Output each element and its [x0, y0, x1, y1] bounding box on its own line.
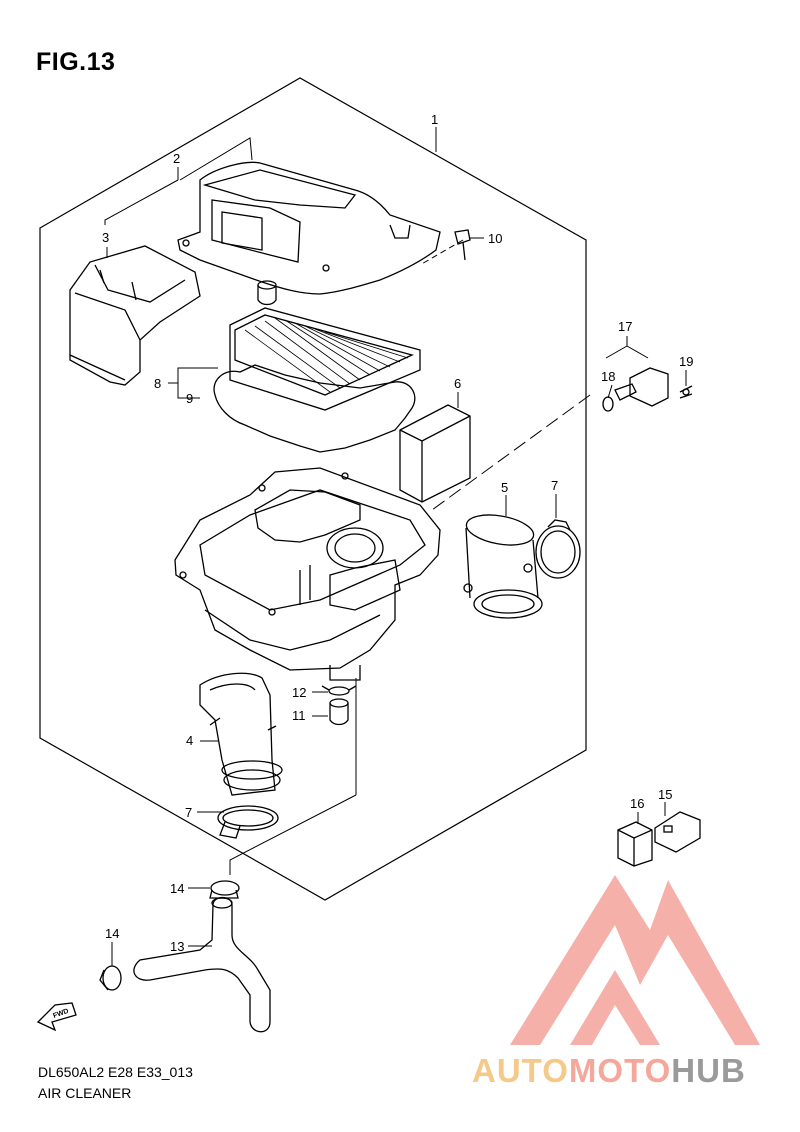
callout-18: 18: [601, 369, 615, 384]
clamp-upper: [535, 519, 581, 579]
drain-hose: [133, 896, 271, 1033]
filter-seal: [213, 364, 416, 453]
callout-17: 17: [618, 319, 632, 334]
figure-name: AIR CLEANER: [38, 1085, 132, 1101]
callout-7-lower: 7: [185, 805, 192, 820]
callout-9: 9: [186, 391, 193, 406]
sensor-connector: [654, 811, 701, 853]
mountain-logo-icon: [510, 875, 760, 1045]
callout-6: 6: [454, 376, 461, 391]
intake-sensor: [602, 367, 693, 412]
callout-7-upper: 7: [551, 478, 558, 493]
fwd-arrow-icon: FWD: [36, 1002, 77, 1032]
callout-14-lower: 14: [105, 926, 119, 941]
callout-14-upper: 14: [170, 881, 184, 896]
screw: [454, 229, 471, 261]
callout-8: 8: [154, 376, 161, 391]
callout-16: 16: [630, 796, 644, 811]
callout-10: 10: [488, 231, 502, 246]
intake-funnel: [463, 514, 543, 619]
callout-4: 4: [186, 733, 193, 748]
hose-clamp-upper: [209, 880, 240, 899]
assembly-boundary: [39, 77, 587, 901]
intake-hose: [199, 672, 283, 796]
hose-clamp-lower: [99, 965, 122, 991]
connector-cover: [617, 821, 653, 867]
callout-5: 5: [501, 480, 508, 495]
callout-15: 15: [658, 787, 672, 802]
foam-block: [399, 404, 471, 503]
filter-element: [229, 307, 421, 411]
drain-clip: [321, 685, 357, 696]
clamp-lower: [217, 805, 279, 839]
leader-lines: [104, 127, 687, 966]
callout-11: 11: [292, 708, 306, 723]
watermark-part-1: AUTO: [472, 1052, 569, 1089]
watermark-part-3: HUB: [671, 1052, 746, 1089]
callout-1: 1: [431, 112, 438, 127]
figure-title: FIG.13: [36, 48, 116, 76]
callout-2: 2: [173, 151, 180, 166]
air-cleaner-cap: [177, 161, 441, 306]
inlet-duct: [69, 245, 201, 386]
callout-3: 3: [102, 230, 109, 245]
watermark-brand: AUTOMOTOHUB: [472, 1052, 746, 1090]
callout-labels: 1 2 3 4 5 6 7 7 8 9 10 11 12 13 14 14 15…: [102, 112, 693, 954]
air-cleaner-case: [174, 467, 441, 681]
figure-code: DL650AL2 E28 E33_013: [38, 1064, 193, 1080]
callout-13: 13: [170, 939, 184, 954]
callout-12: 12: [292, 685, 306, 700]
callout-19: 19: [679, 354, 693, 369]
watermark-part-2: MOTO: [568, 1052, 672, 1089]
drain-plug: [329, 698, 349, 726]
